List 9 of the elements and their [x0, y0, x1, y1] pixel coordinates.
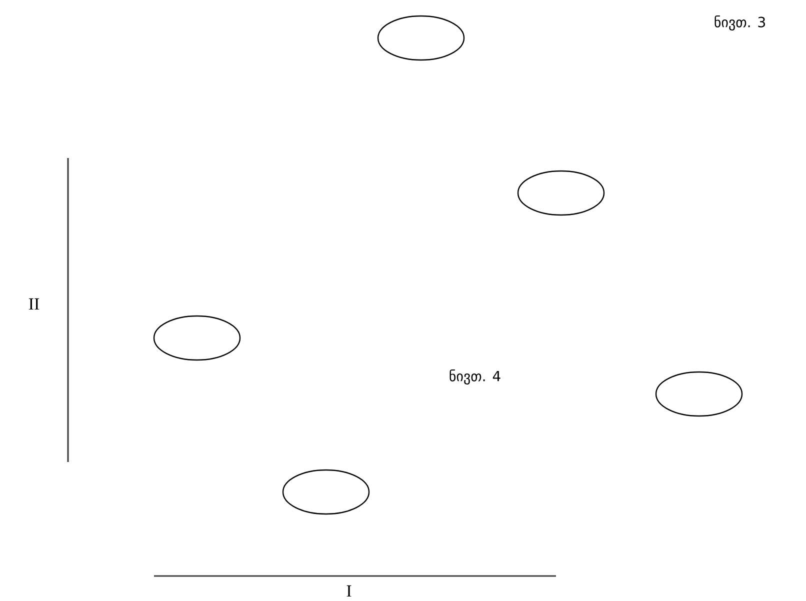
text-label: II: [28, 298, 40, 310]
ellipse-shape: [282, 469, 370, 515]
text-label: I: [346, 585, 352, 597]
text-label: ნივთ. 3: [714, 16, 765, 30]
text-label: ნივთ. 4: [450, 370, 500, 384]
ellipse-shape: [517, 170, 605, 216]
ellipse-shape: [153, 315, 241, 361]
ellipse-shape: [377, 15, 465, 61]
ellipse-shape: [655, 371, 743, 417]
